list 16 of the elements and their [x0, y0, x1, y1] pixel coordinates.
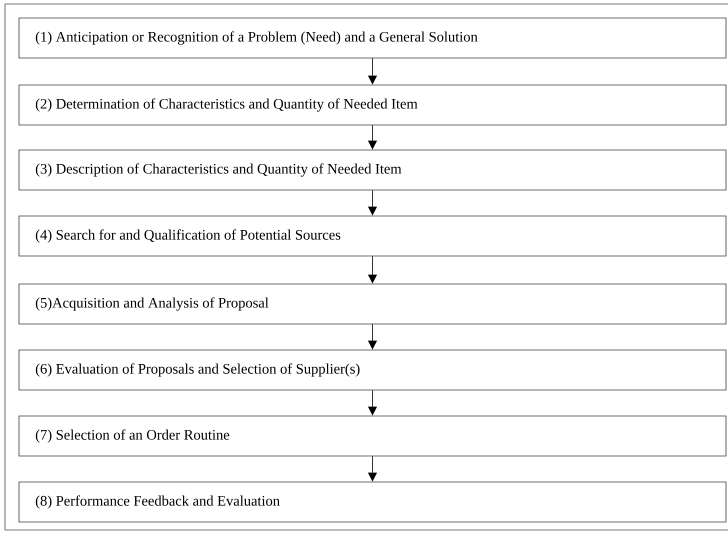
step-text: (1) Anticipation or Recognition of a Problem (Need) and a General Solution	[36, 31, 478, 45]
process-box	[18, 350, 726, 390]
step-text: (4) Search for and Qualification of Potential Sources	[36, 229, 340, 243]
process-box	[18, 150, 726, 190]
step-text: (6) Evaluation of Proposals and Selection of Supplier(s)	[36, 363, 360, 377]
process-box	[18, 482, 726, 522]
process-box	[18, 84, 726, 126]
process-box	[18, 284, 726, 324]
step-text: (5)Acquisition and Analysis of Proposal	[36, 297, 268, 311]
process-box	[18, 216, 726, 256]
step-text: (8) Performance Feedback and Evaluation	[36, 495, 280, 509]
process-box	[18, 416, 726, 456]
step-text: (3) Description of Characteristics and Quantity of Needed Item	[36, 163, 402, 177]
step-text: (7) Selection of an Order Routine	[36, 429, 230, 443]
process-box	[18, 18, 726, 58]
step-text: (2) Determination of Characteristics and Quantity of Needed Item	[36, 98, 418, 112]
